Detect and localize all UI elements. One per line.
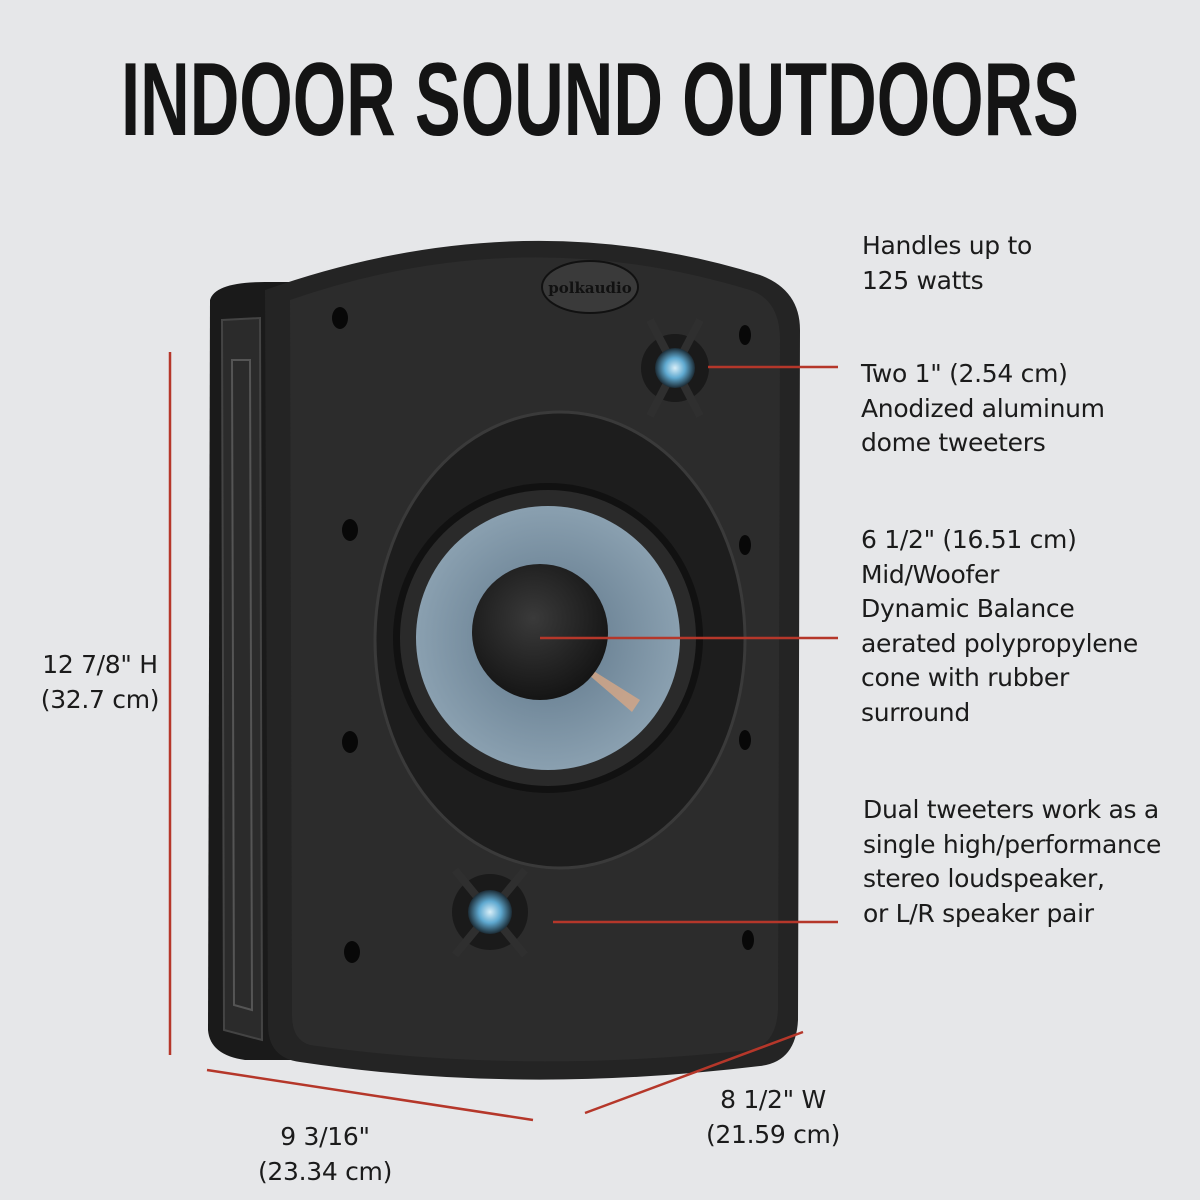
dimension-value: (23.34 cm) (257, 1156, 393, 1186)
tweeter-callout: Two 1" (2.54 cm) Anodized aluminum dome … (861, 357, 1105, 461)
dimension-value: (32.7 cm) (40, 684, 160, 714)
height-label: 12 7/8" H (32.7 cm) (20, 648, 180, 717)
callout-line: Handles up to (862, 231, 1032, 260)
callout-line: surround (861, 697, 970, 727)
dimension-value: (21.59 cm) (705, 1119, 841, 1149)
svg-text:polkaudio: polkaudio (548, 279, 631, 297)
callout-line: Anodized aluminum (861, 393, 1105, 423)
callout-line: cone with rubber (861, 663, 1069, 692)
woofer (373, 410, 747, 870)
callout-line: Two 1" (2.54 cm) (861, 359, 1068, 388)
callout-line: or L/R speaker pair (863, 898, 1094, 928)
callout-line: 6 1/2" (16.51 cm) (861, 525, 1077, 554)
width-label: 8 1/2" W (21.59 cm) (688, 1083, 858, 1152)
tweeter-top (641, 318, 709, 418)
power-callout: Handles up to 125 watts (862, 229, 1032, 298)
dual-tweeter-callout: Dual tweeters work as a single high/perf… (863, 793, 1161, 931)
callout-line: Dynamic Balance (861, 594, 1075, 623)
dimension-value: 8 1/2" W (720, 1085, 826, 1114)
woofer-callout: 6 1/2" (16.51 cm) Mid/Woofer Dynamic Bal… (861, 523, 1138, 730)
callout-line: Mid/Woofer (861, 559, 1000, 589)
width-dimension-line (584, 1030, 804, 1115)
callout-line: dome tweeters (861, 428, 1046, 457)
callout-line: stereo loudspeaker, (863, 864, 1105, 893)
polkaudio-logo: polkaudio (541, 260, 639, 314)
callout-line: 125 watts (862, 265, 984, 295)
callout-line: aerated polypropylene (861, 628, 1139, 658)
tweeter-bottom (451, 867, 529, 958)
page-title: INDOOR SOUND OUTDOORS (121, 42, 1079, 158)
depth-dimension-line (206, 1068, 534, 1122)
depth-label: 9 3/16" (23.34 cm) (240, 1120, 410, 1189)
callout-line: single high/performance (863, 829, 1162, 859)
dimension-value: 12 7/8" H (42, 650, 158, 679)
dimension-value: 9 3/16" (280, 1122, 370, 1151)
callout-line: Dual tweeters work as a (863, 795, 1159, 824)
